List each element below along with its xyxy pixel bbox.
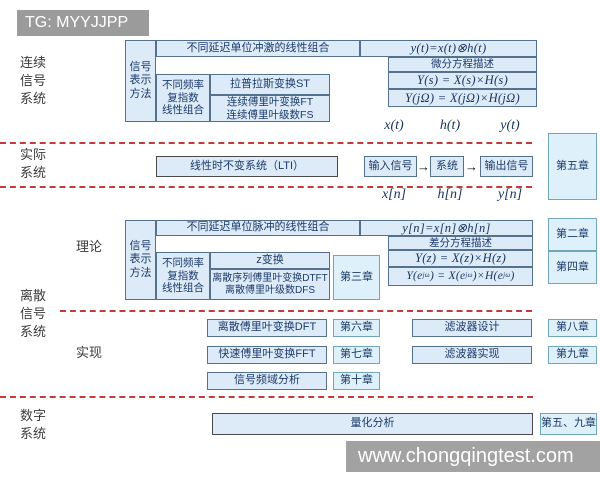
fft-box: 快速傅里叶变换FFT [207, 346, 327, 364]
label-digital-system: 数字 系统 [19, 408, 46, 441]
chapter5-box: 第五章 [548, 133, 597, 200]
divider-line-1 [0, 142, 532, 144]
signal-xn: x[n] [381, 187, 407, 202]
header-tag: TG: MYYJJPP [17, 10, 149, 36]
chapter8-box: 第八章 [548, 319, 597, 337]
input-signal-box: 输入信号 [364, 156, 417, 177]
chapter7-box: 第七章 [333, 346, 380, 364]
dtft-dfs-box: 离散序列傅里叶变换DTFT 离散傅里叶级数DFS [210, 269, 330, 300]
divider-line-3 [60, 310, 532, 312]
arrow-right-icon: → [417, 159, 430, 174]
discrete-difference-eq: 差分方程描述 [388, 236, 533, 250]
discrete-convolution-formula: y[n]=x[n]⊗h[n] [360, 220, 533, 236]
chapter9-box: 第九章 [548, 346, 597, 364]
system-box: 系统 [430, 156, 464, 177]
label-implementation: 实现 [75, 345, 102, 360]
label-continuous-signal-system: 连续 信号 系统 [19, 55, 46, 106]
divider-line-2 [0, 186, 532, 188]
signal-yn: y[n] [497, 187, 523, 202]
chapter10-box: 第十章 [333, 372, 380, 390]
lti-system-box: 线性时不变系统（LTI） [156, 156, 338, 177]
divider-line-4 [0, 396, 533, 398]
discrete-method-label: 信号 表示 方法 [125, 220, 156, 300]
continuous-ys-formula: Y(s) = X(s)×H(s) [388, 72, 537, 89]
discrete-freq-label: 不同频率 复指数 线性组合 [156, 252, 210, 300]
signal-freq-analysis-box: 信号频域分析 [207, 372, 327, 390]
laplace-transform-box: 拉普拉斯变换ST [210, 74, 330, 95]
continuous-impulse-bar: 不同延迟单位冲激的线性组合 [156, 40, 360, 57]
arrow-right-icon: → [465, 159, 478, 174]
continuous-convolution-formula: y(t)=x(t)⊗h(t) [360, 40, 537, 57]
dft-box: 离散傅里叶变换DFT [207, 319, 327, 337]
signal-hn: h[n] [437, 187, 463, 202]
filter-design-box: 滤波器设计 [412, 319, 532, 337]
watermark: www.chongqingtest.com [346, 441, 600, 472]
z-transform-box: z变换 [210, 252, 330, 269]
continuous-differential-eq: 微分方程描述 [388, 57, 537, 72]
continuous-freq-label: 不同频率 复指数 线性组合 [156, 74, 210, 122]
label-actual-system: 实际 系统 [19, 147, 46, 180]
signal-ht: h(t) [439, 118, 461, 133]
continuous-fourier-box: 连续傅里叶变换FT 连续傅里叶级数FS [210, 95, 330, 122]
chapter4-box: 第四章 [548, 251, 597, 284]
chapter2-box: 第二章 [548, 218, 597, 251]
label-discrete-signal-system: 离散 信号 系统 [19, 288, 46, 339]
chapter3-box: 第三章 [333, 255, 380, 300]
signal-yt: y(t) [500, 118, 520, 133]
chapter5-9-box: 第五、九章 [540, 413, 597, 435]
discrete-pulse-bar: 不同延迟单位脉冲的线性组合 [156, 220, 360, 236]
continuous-method-label: 信号 表示 方法 [125, 40, 156, 122]
label-theory: 理论 [75, 239, 102, 254]
continuous-yjw-formula: Y(jΩ) = X(jΩ)×H(jΩ) [388, 89, 537, 107]
signal-xt: x(t) [384, 118, 404, 133]
quantization-analysis-box: 量化分析 [212, 413, 533, 435]
chapter6-box: 第六章 [333, 319, 380, 337]
discrete-yz-formula: Y(z) = X(z)×H(z) [388, 250, 533, 267]
output-signal-box: 输出信号 [480, 156, 533, 177]
filter-implementation-box: 滤波器实现 [412, 346, 532, 364]
